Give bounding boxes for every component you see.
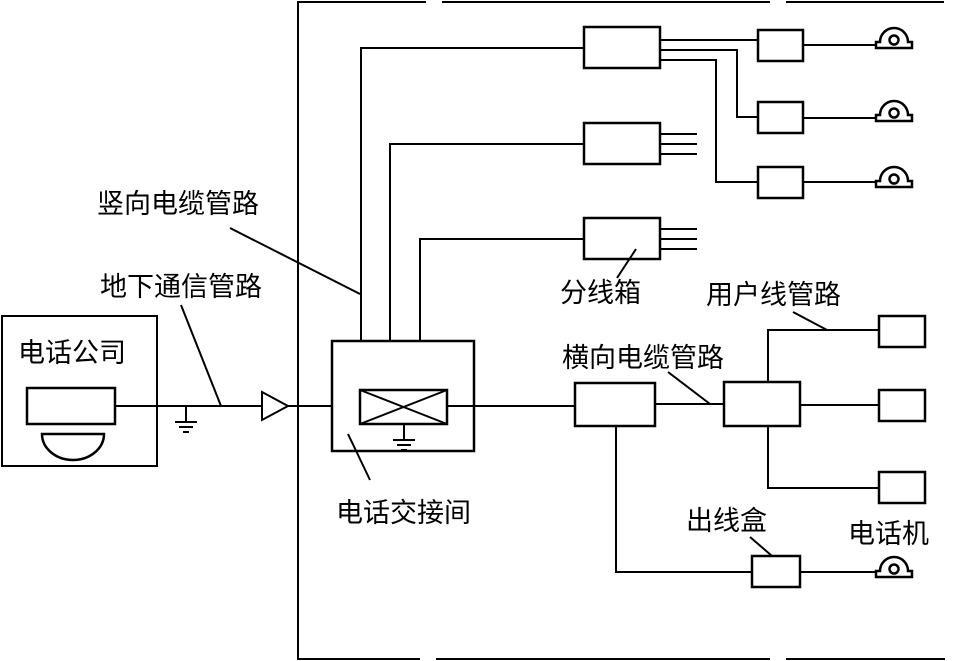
telephone-icon: [874, 165, 914, 189]
outlet-box-label: 出线盒: [686, 506, 767, 537]
outlet-branch: 出线盒 电话机: [615, 426, 929, 589]
phone-company: 电话公司: [1, 315, 158, 467]
distribution-box-1: [582, 25, 914, 200]
vertical-risers: 竖向电缆管路: [97, 47, 584, 341]
underground-line: 地下通信管路: [100, 272, 360, 433]
user-line-junction-box: [722, 380, 802, 428]
exchange-room: 电话交接间: [330, 339, 476, 529]
triangle-icon: [261, 390, 291, 422]
distribution-box-2: [582, 121, 697, 166]
company-equipment-box: [25, 386, 117, 426]
horizontal-junction-box: [573, 381, 657, 428]
building-outline: [297, 1, 945, 660]
telephone-icon: [874, 99, 914, 123]
underground-duct-label: 地下通信管路: [100, 272, 262, 303]
distribution-box-3: 分线箱: [560, 216, 697, 309]
user-line-duct-label: 用户线管路: [706, 280, 841, 311]
ground-icon: [174, 405, 198, 433]
telephone-label: 电话机: [848, 519, 929, 550]
distribution-box-label: 分线箱: [560, 278, 641, 309]
telephone-icon: [40, 432, 106, 462]
phone-company-label: 电话公司: [18, 338, 126, 369]
telephone-icon: [874, 26, 914, 50]
horizontal-cable-run: 横向电缆管路 用户线管路: [447, 280, 927, 505]
vertical-cable-duct-label: 竖向电缆管路: [97, 189, 259, 220]
exchange-room-label: 电话交接间: [336, 498, 471, 529]
outlet-box: [750, 554, 802, 589]
telephone-icon: [874, 555, 914, 579]
horizontal-cable-duct-label: 横向电缆管路: [562, 343, 724, 374]
